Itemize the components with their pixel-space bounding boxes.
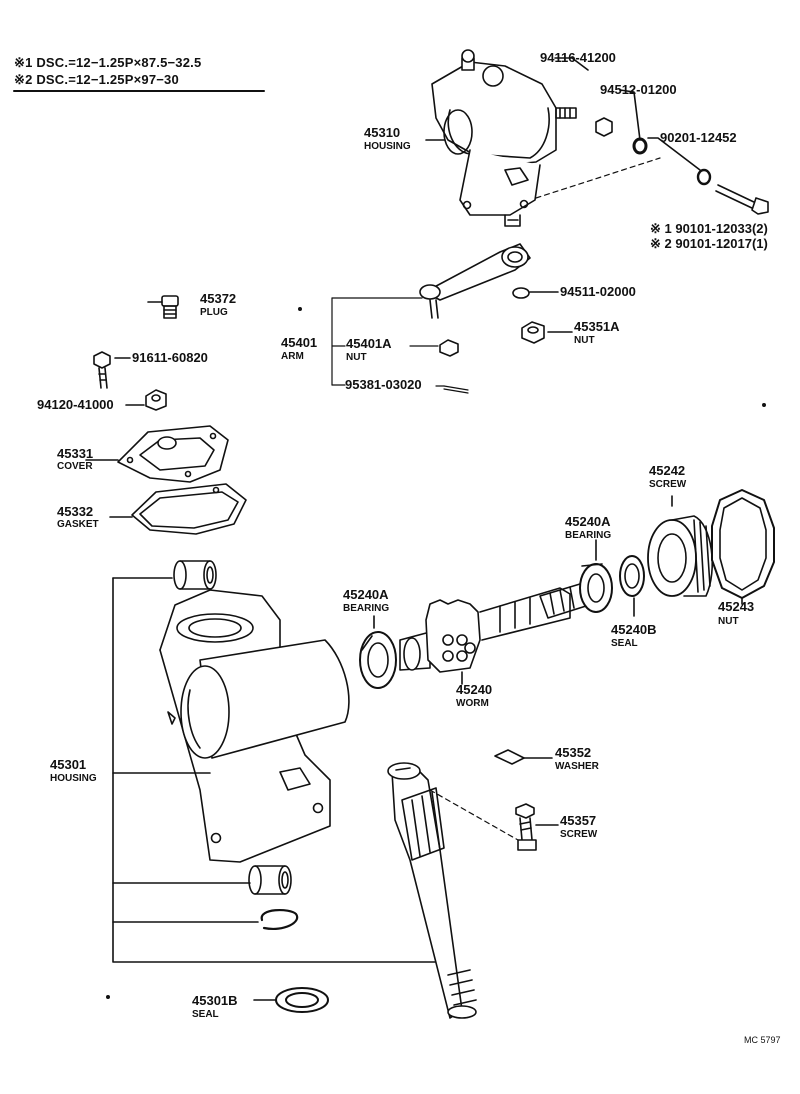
- plug-drawing: [161, 295, 179, 319]
- arm-nut-drawing: [439, 339, 459, 357]
- label-45240-name: WORM: [456, 698, 489, 709]
- sector-shaft-drawing: [387, 762, 477, 1019]
- nut-94116-drawing: [595, 117, 613, 137]
- note-2: ※2 DSC.=12−1.25P×97−30: [14, 72, 179, 87]
- nut-45243-drawing: [711, 489, 775, 599]
- housing-bearing-bottom-drawing: [248, 865, 292, 895]
- upper-housing-drawing: [431, 49, 577, 227]
- label-45357-name: SCREW: [560, 829, 598, 840]
- label-45372-name: PLUG: [200, 307, 228, 318]
- label-bolt-1: ※ 1 90101-12033(2): [650, 221, 768, 236]
- label-45401: 45401: [281, 335, 318, 350]
- label-90201-12452: 90201-12452: [660, 130, 737, 145]
- label-45310-name: HOUSING: [364, 141, 411, 152]
- label-45401-name: ARM: [281, 351, 304, 362]
- cotter-pin-drawing: [443, 385, 469, 394]
- pitman-arm-drawing: [419, 243, 531, 319]
- label-45401A: 45401A: [346, 336, 392, 351]
- diagram-code: MC 5797: [744, 1035, 781, 1045]
- label-95381-03020: 95381-03020: [345, 377, 422, 392]
- label-45243-name: NUT: [718, 616, 739, 627]
- label-45240A-left-name: BEARING: [343, 603, 390, 614]
- bearing-left-drawing: [359, 631, 397, 689]
- seal-45240B-drawing: [619, 555, 645, 597]
- washer-90201-drawing: [696, 168, 712, 186]
- label-45357: 45357: [560, 813, 597, 828]
- label-bolt-2: ※ 2 90101-12017(1): [650, 236, 768, 251]
- label-94511-02000: 94511-02000: [560, 284, 636, 299]
- label-45352: 45352: [555, 745, 592, 760]
- label-45240A-left: 45240A: [343, 587, 389, 602]
- note-1: ※1 DSC.=12−1.25P×87.5−32.5: [14, 55, 202, 70]
- label-45301-name: HOUSING: [50, 773, 97, 784]
- label-45242: 45242: [649, 463, 686, 478]
- label-45242-name: SCREW: [649, 479, 687, 490]
- label-45240A-right-name: BEARING: [565, 530, 612, 541]
- label-45240: 45240: [456, 682, 493, 697]
- label-91611-60820: 91611-60820: [132, 350, 208, 365]
- bolt-91611-drawing: [93, 351, 111, 389]
- washer-94512-drawing: [632, 137, 648, 155]
- snap-ring-drawing: [260, 908, 299, 930]
- gasket-drawing: [131, 483, 247, 535]
- bearing-right-drawing: [579, 563, 613, 613]
- label-45352-name: WASHER: [555, 761, 599, 772]
- label-45372: 45372: [200, 291, 237, 306]
- label-45240B-name: SEAL: [611, 638, 638, 649]
- nut-94120-drawing: [145, 389, 167, 411]
- label-45301B: 45301B: [192, 993, 238, 1008]
- label-45332: 45332: [57, 504, 94, 519]
- label-45301B-name: SEAL: [192, 1009, 219, 1020]
- label-94512-01200: 94512-01200: [600, 82, 677, 97]
- washer-94511-drawing: [512, 287, 530, 299]
- label-94120-41000: 94120-41000: [37, 397, 114, 412]
- label-45243: 45243: [718, 599, 755, 614]
- label-45401A-name: NUT: [346, 352, 367, 363]
- screw-45357-drawing: [515, 803, 537, 851]
- washer-45352-drawing: [494, 749, 525, 765]
- worm-drawing: [399, 583, 587, 673]
- label-94116-41200: 94116-41200: [540, 50, 616, 65]
- screw-45242-drawing: [647, 515, 713, 597]
- label-45351A: 45351A: [574, 319, 620, 334]
- label-45240B: 45240B: [611, 622, 657, 637]
- main-housing-drawing: [159, 589, 350, 863]
- label-45310: 45310: [364, 125, 401, 140]
- cover-drawing: [117, 425, 229, 483]
- label-45332-name: GASKET: [57, 519, 99, 530]
- housing-bearing-top-drawing: [173, 560, 217, 590]
- label-45331-name: COVER: [57, 461, 93, 472]
- label-45331: 45331: [57, 446, 94, 461]
- label-45301: 45301: [50, 757, 87, 772]
- label-45351A-name: NUT: [574, 335, 595, 346]
- label-45240A-right: 45240A: [565, 514, 611, 529]
- bolt-90101-drawing: [715, 184, 769, 215]
- seal-45301B-drawing: [275, 987, 329, 1013]
